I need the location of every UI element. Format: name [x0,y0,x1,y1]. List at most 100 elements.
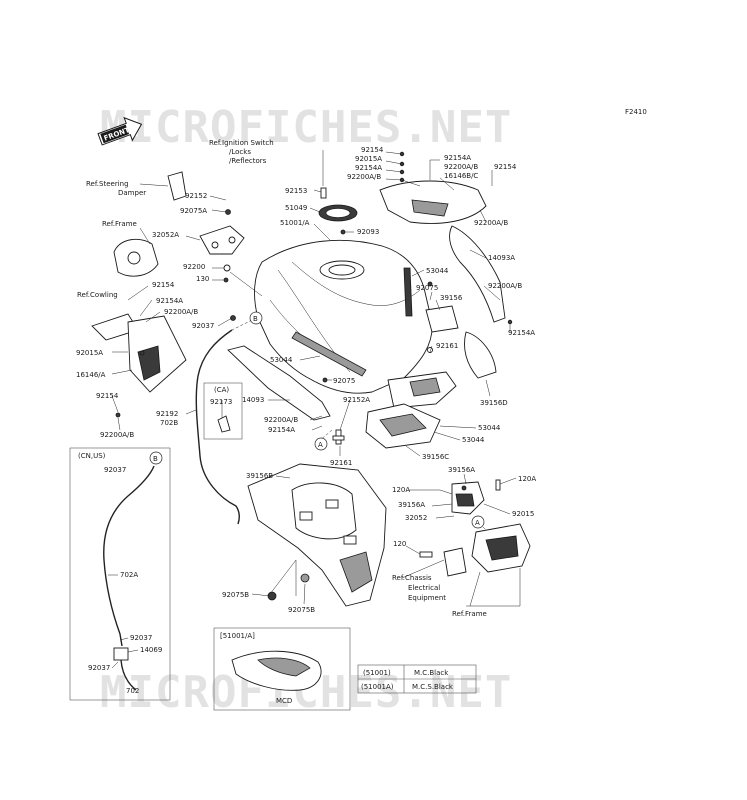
references: Ref.Ignition Switch /Locks /Reflectors R… [77,139,487,618]
cnus-part-92037-top: 92037 [104,466,126,474]
inset-title: [51001/A] [220,632,255,640]
callout-92154a-side: 92154A [508,329,535,337]
callout-92093: 92093 [357,228,379,236]
legend-code-2: (51001A) [361,683,394,691]
ref-chassis-1: Ref.Chassis [392,574,432,582]
callout-39156b: 39156B [246,472,273,480]
callout-92154-lower-left: 92154 [96,392,119,400]
cnus-part-14069: 14069 [140,646,162,654]
watermark-top: MICROFICHES.NET [100,102,512,153]
ref-steering-2: Damper [118,189,146,197]
hose-702a [103,465,155,647]
callout-32052a: 32052A [152,231,179,239]
marker-a-mid: A [314,437,328,451]
callout-92075b-right: 92075B [288,606,315,614]
ref-chassis-2: Electrical [408,584,440,592]
callout-92075a: 92075A [180,207,207,215]
svg-text:A: A [475,519,480,527]
figure-code: F2410 [625,108,647,116]
callout-92161-right: 92161 [436,342,458,350]
callout-92154a-left: 92154A [156,297,183,305]
svg-text:B: B [153,455,158,463]
rubber-strip-right [403,267,413,317]
callout-120: 120 [393,540,406,548]
ref-cowling: Ref.Cowling [77,291,118,299]
callout-51001a: 51001/A [280,219,310,227]
callout-92154a-mid: 92154A [268,426,295,434]
callout-92154-right: 92154 [494,163,517,171]
ref-chassis-3: Equipment [408,594,446,602]
callout-32052: 32052 [405,514,427,522]
callout-92015a-left: 92015A [76,349,103,357]
callout-92015a: 92015A [355,155,382,163]
legend-desc-2: M.C.S.Black [412,683,454,691]
callout-120a-left: 120A [392,486,410,494]
callout-39156d: 39156D [480,399,508,407]
callout-120a-right: 120A [518,475,536,483]
legend-code-1: (51001) [363,669,391,677]
callout-92154a: 92154A [355,164,382,172]
callout-39156: 39156 [440,294,463,302]
svg-text:B: B [253,315,258,323]
inner-cover-39156 [425,305,459,333]
front-arrow-icon: FRONT [97,116,143,146]
rubber-strip-53044 [291,331,367,377]
callout-16146a: 16146/A [76,371,106,379]
ca-title: (CA) [214,386,229,394]
callout-92075-mid: 92075 [333,377,355,385]
callout-53044-top: 53044 [426,267,449,275]
cnus-part-702a: 702A [120,571,138,579]
color-legend-table: (51001) M.C.Black (51001A) M.C.S.Black [357,664,477,694]
callout-92152a: 92152A [343,396,370,404]
callout-92200ab: 92200A/B [347,173,381,181]
callout-92200ab-left: 92200A/B [164,308,198,316]
cnus-title: (CN,US) [78,452,106,460]
callout-702b: 702B [160,419,178,427]
hose-702b [195,329,241,525]
valve-14069 [113,647,129,661]
tank-variant-inset: [51001/A] MCD [213,627,351,711]
callout-92075-right: 92075 [416,284,438,292]
callout-92200ab-right: 92200A/B [474,219,508,227]
callouts: 92154 92015A 92154A 92200A/B 92154A 9220… [76,146,536,614]
callout-92200: 92200 [183,263,205,271]
callout-39156a-top: 39156A [448,466,475,474]
callout-16146bc: 16146B/C [444,172,478,180]
left-side-panel [227,345,331,421]
callout-92161-mid: 92161 [330,459,352,467]
callout-92200ab-mid: 92200A/B [264,416,298,424]
callout-92153: 92153 [285,187,307,195]
callout-92154: 92154 [361,146,384,154]
chassis-electrical-part [443,547,467,577]
callout-92200ab-lower-left: 92200A/B [100,431,134,439]
callout-92192: 92192 [156,410,178,418]
callout-53044-right2: 53044 [462,436,485,444]
bolt-92153 [320,187,327,199]
callout-39156c: 39156C [422,453,449,461]
callout-14093: 14093 [242,396,264,404]
callout-14093a: 14093A [488,254,515,262]
frame-bracket-32052a [199,225,245,255]
inset-caption: MCD [276,697,292,705]
callout-92152: 92152 [185,192,207,200]
pad-39156d [464,331,497,379]
ref-frame-bottom: Ref.Frame [452,610,487,618]
ref-ignition-1: Ref.Ignition Switch [209,139,274,147]
right-side-panel [449,225,506,323]
ref-frame-top: Ref.Frame [102,220,137,228]
callout-92037-mid: 92037 [192,322,214,330]
ref-ignition-2: /Locks [229,148,251,156]
callout-130: 130 [196,275,209,283]
ca-variant-box: (CA) 92173 [203,382,243,440]
callout-53044-mid: 53044 [270,356,293,364]
cnus-variant-box: (CN,US) B 92037 702A 92037 14069 92037 7… [69,447,171,701]
callout-39156a: 39156A [398,501,425,509]
fuel-tank [254,239,433,394]
callout-92200ab-side: 92200A/B [488,282,522,290]
callout-53044-right: 53044 [478,424,501,432]
cnus-part-92037-mid: 92037 [130,634,152,642]
callout-92200ab-top: 92200A/B [444,163,478,171]
callout-92015: 92015 [512,510,534,518]
marker-b-top: B [249,311,263,325]
